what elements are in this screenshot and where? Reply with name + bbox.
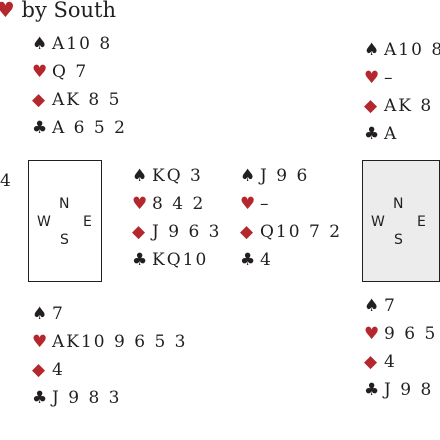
heart-icon: ♥	[364, 324, 382, 344]
spades-line: ♠A10 8	[364, 36, 440, 64]
diamonds-line: ◆J 9 6 3	[132, 218, 221, 246]
spades-line: ♠KQ 3	[132, 162, 221, 190]
heart-icon: ♥	[240, 194, 258, 214]
diamond-icon: ◆	[32, 360, 48, 380]
clubs-line: ♣A	[364, 120, 440, 148]
diamond-icon: ◆	[32, 90, 48, 110]
card-values: KQ 3	[152, 166, 203, 186]
heart-icon: ♥	[364, 68, 382, 88]
compass-south: S	[394, 232, 403, 248]
hearts-line: ♥9 6 5	[364, 320, 437, 348]
diamonds-line: ◆4	[364, 348, 437, 376]
clubs-line: ♣J 9 8	[364, 376, 437, 404]
card-values: 4	[52, 360, 65, 380]
diamond-icon: ◆	[364, 96, 380, 116]
title-text: by South	[21, 0, 117, 22]
club-icon: ♣	[364, 124, 382, 144]
club-icon: ♣	[364, 380, 382, 400]
heart-icon: ♥	[0, 0, 15, 22]
card-values: J 9 6	[260, 166, 310, 186]
card-values: AK10 9 6 5 3	[52, 332, 188, 352]
heart-icon: ♥	[132, 194, 150, 214]
hearts-line: ♥Q 7	[32, 58, 127, 86]
card-values: J 9 6 3	[152, 222, 222, 242]
diamonds-line: ◆Q10 7 2	[240, 218, 342, 246]
card-values: 8 4 2	[152, 194, 206, 214]
hearts-line: ♥–	[240, 190, 342, 218]
card-values: –	[384, 68, 395, 88]
diamonds-line: ◆AK 8	[364, 92, 440, 120]
card-values: J 9 8	[384, 380, 434, 400]
card-values: 7	[384, 296, 397, 316]
spade-icon: ♠	[132, 166, 150, 186]
left-north-hand: ♠A10 8 ♥Q 7 ◆AK 8 5 ♣A 6 5 2	[32, 30, 127, 142]
left-south-hand: ♠7 ♥AK10 9 6 5 3 ◆4 ♣J 9 8 3	[32, 300, 188, 412]
clubs-line: ♣J 9 8 3	[32, 384, 188, 412]
side-number: 4	[0, 171, 11, 191]
compass-east: E	[417, 214, 426, 230]
card-values: 7	[52, 304, 65, 324]
diamond-icon: ◆	[132, 222, 148, 242]
card-values: A10 8	[52, 34, 113, 54]
heart-icon: ♥	[32, 62, 50, 82]
card-values: 4	[260, 250, 273, 270]
right-north-hand: ♠A10 8 ♥– ◆AK 8 ♣A	[364, 36, 440, 148]
spades-line: ♠7	[364, 292, 437, 320]
clubs-line: ♣A 6 5 2	[32, 114, 127, 142]
card-values: A 6 5 2	[52, 118, 127, 138]
right-south-hand: ♠7 ♥9 6 5 ◆4 ♣J 9 8	[364, 292, 437, 404]
middle-hand: ♠J 9 6 ♥– ◆Q10 7 2 ♣4	[240, 162, 342, 274]
card-values: 4	[384, 352, 397, 372]
spade-icon: ♠	[364, 40, 382, 60]
diamond-icon: ◆	[364, 352, 380, 372]
compass-west: W	[371, 214, 385, 230]
card-values: 9 6 5	[384, 324, 438, 344]
card-values: A10 8	[384, 40, 440, 60]
compass-west: W	[37, 214, 51, 230]
card-values: J 9 8 3	[52, 388, 122, 408]
clubs-line: ♣4	[240, 246, 342, 274]
card-values: AK 8	[384, 96, 434, 116]
club-icon: ♣	[32, 388, 50, 408]
club-icon: ♣	[240, 250, 258, 270]
card-values: AK 8 5	[52, 90, 122, 110]
compass-north: N	[393, 196, 404, 212]
heart-icon: ♥	[32, 332, 50, 352]
right-compass-box: N W E S	[362, 160, 440, 282]
spades-line: ♠J 9 6	[240, 162, 342, 190]
page-title: ♥ by South	[0, 0, 116, 22]
left-east-hand: ♠KQ 3 ♥8 4 2 ◆J 9 6 3 ♣KQ10	[132, 162, 221, 274]
card-values: KQ10	[152, 250, 209, 270]
card-values: A	[384, 124, 399, 144]
diamonds-line: ◆AK 8 5	[32, 86, 127, 114]
spade-icon: ♠	[364, 296, 382, 316]
compass-north: N	[59, 196, 70, 212]
spade-icon: ♠	[32, 304, 50, 324]
hearts-line: ♥AK10 9 6 5 3	[32, 328, 188, 356]
left-compass-box: N W E S	[28, 160, 102, 282]
clubs-line: ♣KQ10	[132, 246, 221, 274]
spades-line: ♠7	[32, 300, 188, 328]
spade-icon: ♠	[32, 34, 50, 54]
club-icon: ♣	[132, 250, 150, 270]
card-values: Q10 7 2	[260, 222, 343, 242]
diamonds-line: ◆4	[32, 356, 188, 384]
compass-south: S	[60, 232, 69, 248]
spade-icon: ♠	[240, 166, 258, 186]
club-icon: ♣	[32, 118, 50, 138]
compass-east: E	[83, 214, 92, 230]
card-values: Q 7	[52, 62, 89, 82]
hearts-line: ♥–	[364, 64, 440, 92]
spades-line: ♠A10 8	[32, 30, 127, 58]
card-values: –	[260, 194, 271, 214]
diamond-icon: ◆	[240, 222, 256, 242]
hearts-line: ♥8 4 2	[132, 190, 221, 218]
